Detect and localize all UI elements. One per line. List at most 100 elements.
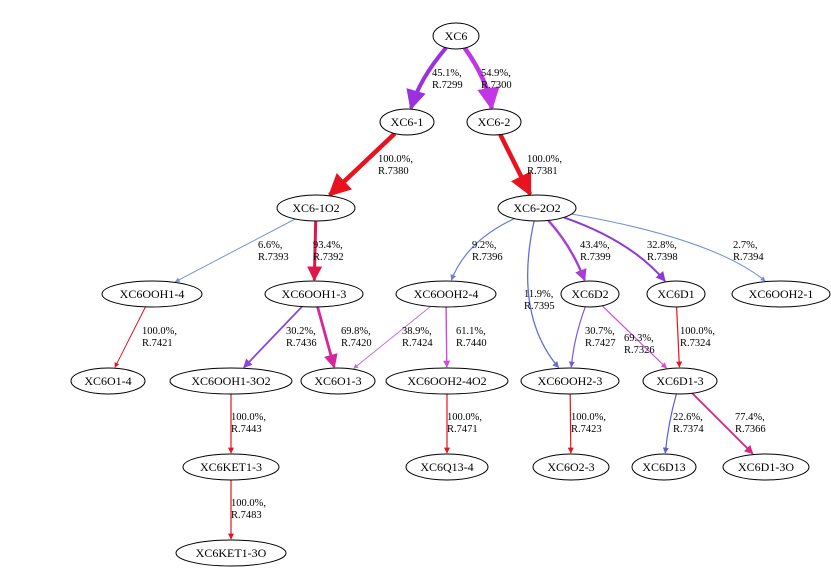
node-label: XC6OOH1-4 (120, 287, 185, 301)
edge-xc6ooh1-4-to-xc6o1-4 (114, 306, 146, 368)
edge-reaction-id: R.7483 (231, 510, 262, 521)
node-ellipse (731, 280, 831, 308)
edge-label: 22.6%,R.7374 (673, 412, 704, 435)
node-xc6d13: XC6D13 (631, 453, 697, 481)
edge-label: 43.4%,R.7399 (580, 240, 611, 263)
node-label: XC6D1-3O (738, 460, 794, 474)
node-ellipse (276, 194, 356, 222)
node-xc6-2o2: XC6-2O2 (497, 194, 577, 222)
edge-percentage: 100.0%, (378, 154, 413, 165)
node-label: XC6D13 (642, 460, 685, 474)
edge-label: 100.0%,R.7421 (142, 326, 177, 349)
node-label: XC6-1O2 (292, 201, 339, 215)
edge-label: 100.0%,R.7443 (231, 412, 266, 435)
edge-reaction-id: R.7399 (580, 252, 611, 263)
node-label: XC6Q13-4 (420, 460, 473, 474)
edge-label: 100.0%,R.7381 (527, 154, 562, 177)
node-label: XC6OOH2-1 (749, 287, 814, 301)
edge-xc6d2-to-xc6ooh2-3 (568, 306, 586, 368)
node-ellipse (466, 108, 522, 136)
node-xc6ooh2-4: XC6OOH2-4 (395, 280, 497, 308)
edges-layer (114, 46, 766, 540)
edge-label: 38.9%,R.7424 (402, 326, 433, 349)
edge-label: 100.0%,R.7380 (378, 154, 413, 177)
edge-reaction-id: R.7393 (258, 252, 289, 263)
edge-label: 32.8%,R.7398 (647, 240, 678, 263)
edge-percentage: 54.9%, (481, 68, 511, 79)
node-label: XC6-1 (391, 115, 424, 129)
node-xc6q13-4: XC6Q13-4 (405, 453, 489, 481)
node-xc6ooh2-3: XC6OOH2-3 (520, 367, 620, 395)
edge-reaction-id: R.7424 (402, 338, 433, 349)
edge-xc6-1o2-to-xc6ooh1-3 (307, 220, 323, 282)
edge-xc6-to-xc6-1 (406, 46, 448, 111)
node-xc6o1-3: XC6O1-3 (300, 367, 376, 395)
node-xc6ooh1-3o2: XC6OOH1-3O2 (169, 367, 293, 395)
node-label: XC6OOH2-4 (414, 287, 479, 301)
edge-reaction-id: R.7374 (673, 424, 704, 435)
node-ellipse (631, 453, 697, 481)
edge-xc6-2o2-to-xc6ooh2-1 (571, 213, 766, 282)
node-xc6ooh2-4o2: XC6OOH2-4O2 (385, 367, 509, 395)
edge-percentage: 61.1%, (456, 326, 486, 337)
edge-xc6d2-to-xc6d1-3 (601, 305, 668, 369)
edge-reaction-id: R.7380 (378, 166, 409, 177)
edge-label: 100.0%,R.7423 (571, 412, 606, 435)
node-ellipse (175, 539, 287, 567)
edge-reaction-id: R.7427 (585, 338, 616, 349)
edge-label: 30.2%,R.7436 (286, 326, 317, 349)
node-label: XC6O1-4 (84, 374, 131, 388)
node-ellipse (101, 280, 203, 308)
edge-reaction-id: R.7381 (527, 166, 558, 177)
node-ellipse (385, 367, 509, 395)
edge-percentage: 6.6%, (258, 240, 283, 251)
node-label: XC6OOH1-3O2 (191, 374, 270, 388)
node-label: XC6OOH2-3 (538, 374, 603, 388)
edge-percentage: 69.8%, (341, 326, 371, 337)
edge-label: 69.8%,R.7420 (341, 326, 372, 349)
edge-percentage: 9.2%, (472, 240, 497, 251)
edge-reaction-id: R.7366 (735, 424, 766, 435)
node-label: XC6KET1-3 (200, 460, 262, 474)
edge-percentage: 100.0%, (527, 154, 562, 165)
edge-reaction-id: R.7423 (571, 424, 602, 435)
edge-percentage: 100.0%, (142, 326, 177, 337)
edge-reaction-id: R.7300 (481, 80, 512, 91)
edge-reaction-id: R.7326 (624, 345, 655, 356)
edge-xc6d1-3-to-xc6d13 (662, 393, 677, 454)
node-xc6-1o2: XC6-1O2 (276, 194, 356, 222)
node-xc6ooh1-4: XC6OOH1-4 (101, 280, 203, 308)
node-ellipse (379, 108, 435, 136)
node-label: XC6OOH1-3 (282, 287, 347, 301)
edge-label: 9.2%,R.7396 (472, 240, 503, 263)
edge-xc6-1-to-xc6-1o2 (328, 131, 397, 197)
edge-xc6-2o2-to-xc6ooh2-4 (450, 218, 515, 281)
edge-reaction-id: R.7440 (456, 338, 487, 349)
node-ellipse (300, 367, 376, 395)
node-xc6ket1-3: XC6KET1-3 (182, 453, 280, 481)
node-ellipse (395, 280, 497, 308)
edge-percentage: 93.4%, (313, 240, 343, 251)
edge-percentage: 32.8%, (647, 240, 677, 251)
node-xc6o2-3: XC6O2-3 (532, 453, 610, 481)
node-label: XC6-2O2 (513, 201, 560, 215)
edge-reaction-id: R.7436 (286, 338, 317, 349)
edge-reaction-id: R.7471 (447, 424, 478, 435)
edge-label: 77.4%,R.7366 (735, 412, 766, 435)
edge-xc6ooh1-3-to-xc6o1-3 (316, 306, 338, 369)
edge-xc6d1-to-xc6d1-3 (676, 306, 683, 368)
node-ellipse (182, 453, 280, 481)
edge-label: 100.0%,R.7471 (447, 412, 482, 435)
edge-xc6ooh1-3-to-xc6ooh1-3o2 (243, 305, 303, 369)
node-xc6o1-4: XC6O1-4 (70, 367, 146, 395)
edge-labels-layer: 45.1%,R.729954.9%,R.7300100.0%,R.7380100… (142, 68, 766, 521)
edge-label: 11.9%,R.7395 (524, 289, 555, 312)
edge-reaction-id: R.7396 (472, 252, 503, 263)
node-xc6d1: XC6D1 (646, 280, 706, 308)
edge-percentage: 30.7%, (585, 326, 615, 337)
node-xc6d1-3: XC6D1-3 (642, 367, 718, 395)
edge-percentage: 2.7%, (733, 240, 758, 251)
node-xc6d1-3o: XC6D1-3O (722, 453, 810, 481)
node-label: XC6O1-3 (314, 374, 361, 388)
